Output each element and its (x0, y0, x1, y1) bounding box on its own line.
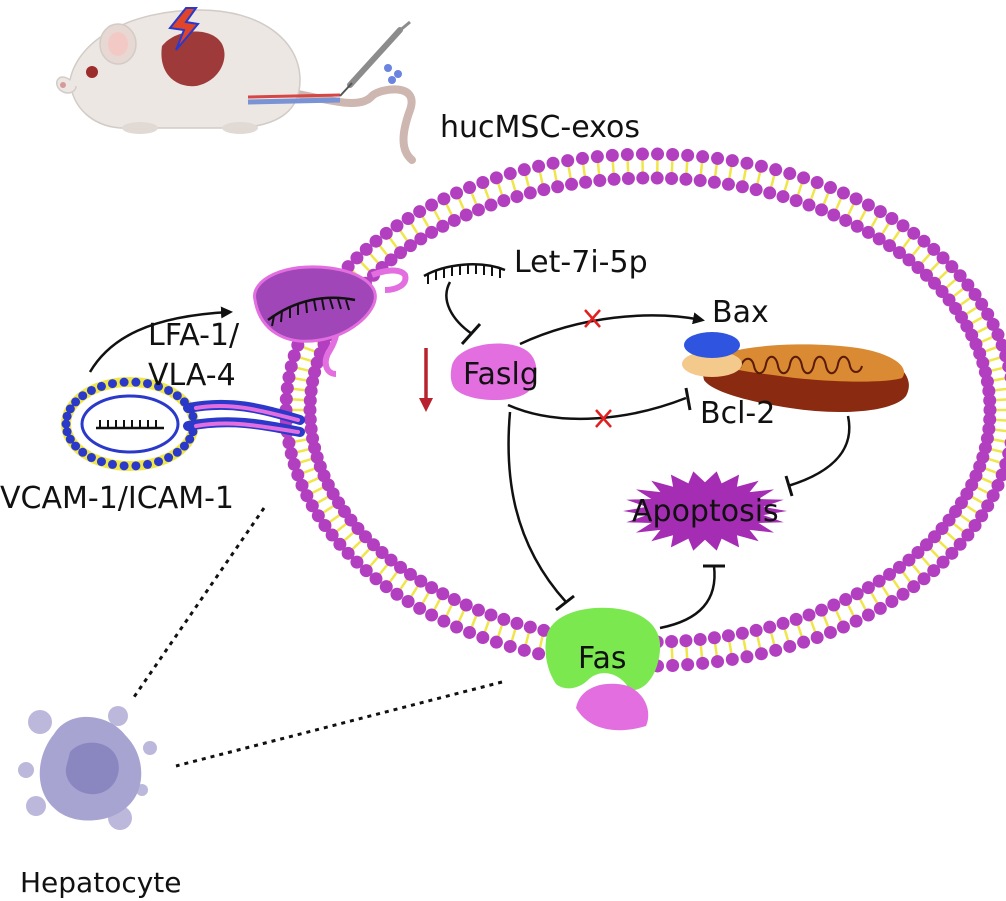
faslg-label: Faslg (463, 357, 539, 392)
faslg-bcl2-bar (684, 387, 692, 411)
zoom-line-upper (130, 507, 266, 701)
mito-apoptosis-line (787, 415, 851, 488)
integrin-receptor (253, 265, 409, 377)
fas-label: Fas (578, 641, 627, 676)
zoom-line-lower (175, 680, 503, 768)
hepatocyte-label: Hepatocyte (20, 866, 182, 899)
faslg-fas-bar (555, 594, 575, 612)
exosome-icon (61, 377, 305, 471)
faslg-bcl2-line (507, 396, 687, 421)
mirna-icon (423, 263, 506, 284)
mito-apoptosis-bar (784, 475, 794, 497)
mirna-inhibition-bar (460, 322, 482, 346)
bax-shape (684, 332, 740, 358)
faslg-fas-line (507, 411, 567, 603)
exosome-source-label: hucMSC-exos (440, 110, 640, 145)
fas-ligand-shape (576, 683, 649, 731)
hepatocyte-icon (18, 706, 157, 830)
mouse-icon (56, 7, 416, 164)
faslg-bcl2-block-x (595, 409, 612, 428)
faslg-shape (450, 343, 537, 401)
bax-label: Bax (712, 295, 769, 330)
faslg-bax-arrow (519, 312, 705, 346)
fas-apoptosis-line (659, 565, 716, 630)
integrin-label-2: VLA-4 (148, 358, 236, 393)
cell-membrane (279, 147, 1006, 673)
mirna-label: Let-7i-5p (514, 245, 648, 280)
integrin-label: LFA-1/ (148, 318, 240, 353)
bcl2-label: Bcl-2 (700, 396, 775, 431)
integrin-arrow (88, 306, 233, 373)
fas-shape (545, 607, 661, 691)
syringe-icon (339, 20, 411, 97)
apoptosis-burst (623, 471, 787, 551)
faslg-bax-block-x (584, 309, 601, 328)
bcl2-shape (682, 351, 742, 377)
adhesion-label: VCAM-1/ICAM-1 (0, 481, 234, 516)
mitochondrion-icon (700, 344, 909, 412)
mirna-inhibition-line (445, 281, 473, 336)
apoptosis-label: Apoptosis (632, 494, 779, 529)
